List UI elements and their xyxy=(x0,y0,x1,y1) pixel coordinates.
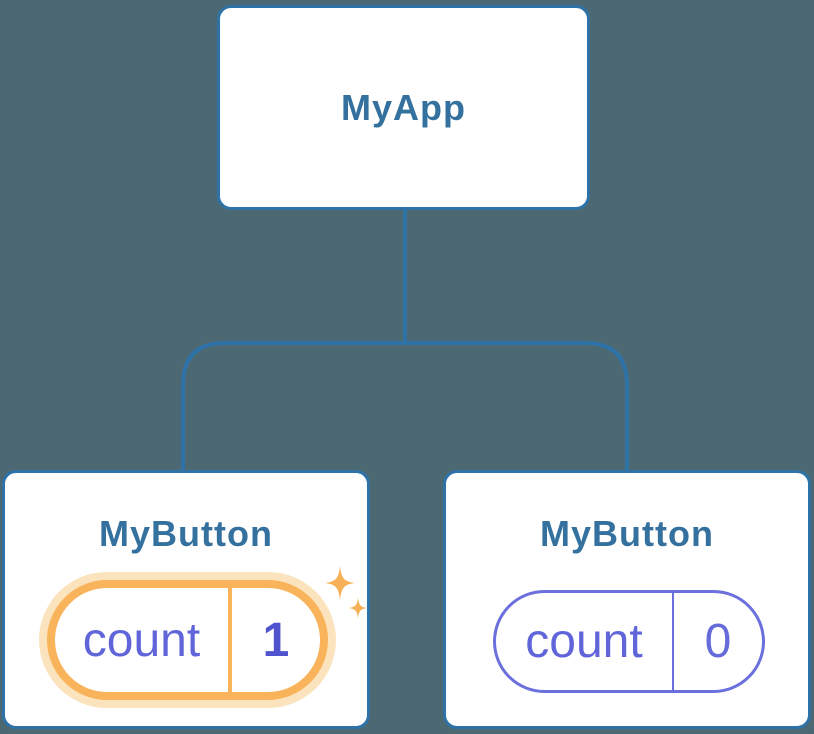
pill-divider xyxy=(672,593,674,690)
state-pill-highlighted: count 1 xyxy=(47,580,328,700)
state-name-label: count xyxy=(82,613,201,667)
node-label: MyButton xyxy=(99,513,273,554)
node-myapp: MyApp xyxy=(217,5,590,210)
state-pill: count 0 xyxy=(493,590,765,693)
node-mybutton-1: MyButton count 1 xyxy=(2,470,370,729)
pill-divider xyxy=(228,588,232,692)
sparkles-icon xyxy=(325,566,367,619)
state-name-label: count xyxy=(525,615,643,668)
state-value: 1 xyxy=(262,613,290,667)
node-mybutton-2: MyButton count 0 xyxy=(443,470,811,729)
state-value: 0 xyxy=(704,615,732,668)
connector-branch xyxy=(181,341,629,473)
node-label: MyButton xyxy=(540,513,714,554)
node-label: MyApp xyxy=(341,86,466,128)
